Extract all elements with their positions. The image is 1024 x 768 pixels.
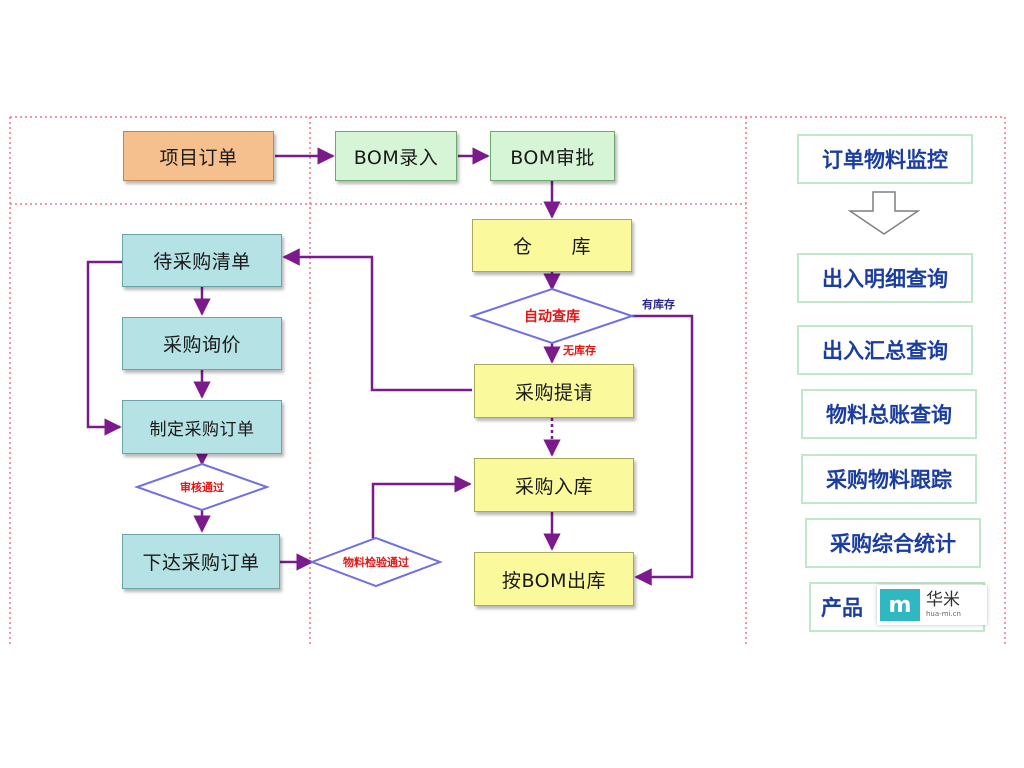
node-project-order: 项目订单 — [123, 131, 274, 181]
decision-inspection — [309, 536, 443, 588]
watermark-text: 华米 hua-mi.cn — [926, 592, 961, 618]
node-pending-purchase-list: 待采购清单 — [122, 234, 282, 287]
decision-approved — [134, 462, 270, 512]
node-issue-purchase-order: 下达采购订单 — [122, 534, 280, 589]
watermark-domain: hua-mi.cn — [926, 610, 961, 618]
node-purchase-inquiry: 采购询价 — [122, 317, 282, 370]
label-approved: 审核通过 — [180, 481, 224, 494]
node-warehouse: 仓 库 — [472, 219, 632, 272]
hua-mi-logo-icon: m — [880, 589, 920, 621]
node-bom-entry: BOM录入 — [335, 131, 457, 181]
side-item-product-label: 产品 — [821, 596, 863, 620]
hollow-down-arrow-icon — [847, 191, 921, 235]
node-create-purchase-order: 制定采购订单 — [122, 400, 282, 454]
watermark-name: 华米 — [926, 590, 960, 610]
node-bom-approval: BOM审批 — [490, 131, 615, 181]
label-in-stock: 有库存 — [642, 298, 675, 311]
flow-arrows — [86, 147, 694, 586]
node-purchase-inbound: 采购入库 — [474, 458, 634, 512]
side-item-inout-detail-query: 出入明细查询 — [797, 253, 973, 303]
arrow-in-stock-to-outbound — [632, 314, 694, 586]
label-no-stock: 无库存 — [563, 344, 596, 357]
arrow-inspection-to-inbound — [371, 475, 472, 538]
side-item-material-ledger-query: 物料总账查询 — [801, 389, 977, 439]
node-bom-outbound: 按BOM出库 — [474, 552, 634, 606]
arrow-request-to-pending-list — [282, 248, 472, 392]
hua-mi-watermark: m 华米 hua-mi.cn — [877, 585, 987, 625]
arrow-pending-to-create-bypass — [86, 260, 122, 436]
side-item-purchase-statistics: 采购综合统计 — [805, 518, 981, 568]
label-inspection-passed: 物料检验通过 — [343, 556, 409, 569]
decision-auto-check — [468, 287, 636, 345]
side-item-purchase-material-tracking: 采购物料跟踪 — [801, 454, 977, 504]
node-purchase-request: 采购提请 — [474, 364, 634, 418]
label-auto-check: 自动查库 — [524, 309, 580, 325]
side-item-inout-summary-query: 出入汇总查询 — [797, 325, 973, 375]
side-header-order-material-monitor: 订单物料监控 — [797, 134, 973, 184]
